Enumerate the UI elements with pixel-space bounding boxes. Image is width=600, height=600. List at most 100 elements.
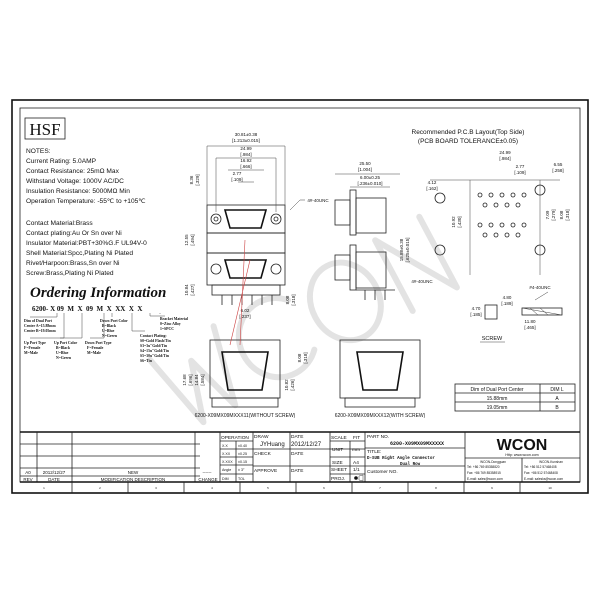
pcb-tolerance: (PCB BOARD TOLERANCE±0.05) (418, 138, 518, 145)
dim-label: [.185] (470, 312, 481, 317)
dim-label: [.237] (239, 314, 250, 319)
dim-label: 6.02 (241, 308, 250, 313)
dim-label: 11.80 (525, 319, 536, 324)
dim-label: [.426] (290, 379, 295, 390)
dim-label: 8.08 (559, 210, 564, 219)
ruler-number: 3 (155, 486, 157, 490)
dim-label: 24.99 (499, 150, 511, 155)
pcb-dims: 24.99 [.984] 2.77 [.109] 6.55 [.258] 4.1… (426, 150, 570, 228)
pcb-layout-drawing (430, 179, 560, 275)
legend-text: Down Port Color (100, 319, 128, 323)
sheet-label: SHEET (331, 467, 347, 473)
legend-text: Center B=19.05mm (24, 329, 56, 333)
rev-cell: ------ (203, 470, 212, 475)
customer-label: Customer NO. (367, 469, 398, 475)
dim-label: 6.00±0.25 (360, 175, 380, 180)
pcb-hole (521, 222, 527, 228)
pcb-hole (521, 192, 527, 198)
pcb-hole (482, 232, 488, 238)
material-line: Insulator Material:PBT+30%G.F UL94V-0 (26, 240, 147, 247)
ruler-number: 6 (323, 486, 325, 490)
legend-text: Bracket Material (160, 317, 188, 321)
pcb-hole (493, 202, 499, 208)
dim-label: 10.92 (451, 216, 456, 228)
note-line: Contact Resistance: 25mΩ Max (26, 168, 120, 175)
office-email: E-mail: salesks@wcon.com (524, 477, 563, 481)
dim-label: [.318] (565, 209, 570, 220)
dim-label: 4.80 (503, 295, 512, 300)
table-header: DIM L (550, 387, 564, 393)
legend-text: N=Green (56, 356, 72, 360)
dim-label: 30.81±0.38 (235, 132, 258, 137)
legend-text: 1=SPCC (160, 327, 174, 331)
notes-heading: NOTES: (26, 148, 51, 155)
dim-label: 24.99 (240, 146, 252, 151)
dim-label: [.984] (499, 156, 510, 161)
note-line: Withstand Voltage: 1000V AC/DC (26, 178, 124, 185)
dim-label: 7.09 (545, 210, 550, 219)
size-label: SIZE (332, 460, 343, 466)
caption-without-screw: 6200-X09MX09MXXX11(WITHOUT SCREW) (195, 413, 296, 419)
notes: NOTES: Current Rating: 5.0AMP Contact Re… (26, 148, 147, 277)
screw-dims: #4-40UNC 4.70 [.185] 4.80 [.189] 11.80 [… (470, 285, 551, 342)
title-block (20, 432, 580, 483)
title-line: D-SUB Right Angle Connector (367, 456, 435, 461)
tol-cell: TOL (238, 477, 245, 481)
legend-text: M=Male (87, 351, 101, 355)
dim-label: [.236±0.010] (358, 181, 383, 186)
tol-cell: Angle (222, 468, 231, 472)
caption-with-screw: 6200-X09MX09MXXX12(WITH SCREW) (335, 413, 426, 419)
pcb-hole (504, 202, 510, 208)
unit-value: mm (352, 448, 360, 453)
legend-text: Up Port Type (24, 341, 46, 345)
bottom-view-with-screw (339, 339, 421, 408)
dim-label: 10.82 (284, 379, 289, 391)
rev-header: MODIFICATION DESCRIPTION (101, 477, 165, 482)
legend-text: Center A=15.88mm (24, 324, 56, 328)
material-line: Rivet/Harpoon:Brass,Sn over Ni (26, 260, 120, 267)
office-name: WCON-Kunshan (539, 460, 563, 464)
dim-label: 2.77 (233, 171, 242, 176)
part-no-value: 6200-X09MX09MXXXXX (390, 441, 444, 447)
legend-text: F=Female (87, 346, 104, 350)
tol-cell: DIM (222, 477, 229, 481)
website: Http: www.wcon.com (505, 453, 538, 457)
dim-label: 15.88±0.38 (399, 238, 404, 261)
legend-text: S6=Tin (140, 359, 153, 363)
pcb-hole (488, 192, 494, 198)
dim-label: 8.08 (297, 353, 302, 362)
legend-text: Down Port Type (85, 341, 112, 345)
note-line: Current Rating: 5.0AMP (26, 158, 97, 165)
tol-cell: ±0.25 (238, 452, 247, 456)
rev-header: REV (23, 477, 32, 482)
dim-label: 16.92 (240, 158, 252, 163)
dim-label: 10.84 (184, 284, 189, 296)
draw-value: JYHuang (260, 442, 285, 448)
dim-label: 4.70 (472, 306, 481, 311)
tol-cell: ±0.40 (238, 444, 247, 448)
bottom-dims: 17.68 [.696] 14.84 [.584] 10.82 [.426] 8… (182, 352, 426, 419)
part-no-label: PART NO. (367, 434, 389, 440)
ordering-code: 6200- X 09 M X 09 M X XX X X (32, 305, 142, 313)
table-cell: B (555, 405, 559, 411)
table-cell: A (555, 396, 559, 402)
projection-symbol-icon (354, 476, 358, 480)
legend-text: B=Black (56, 346, 71, 350)
legend-text: U=Blue (102, 329, 115, 333)
tol-cell: X.XX (222, 452, 231, 456)
dim-label: [.584] (200, 374, 205, 385)
screw-drawing (484, 291, 563, 320)
dim-label: 25.50 (359, 161, 371, 166)
proj-label: PROJ. (331, 476, 345, 482)
note-line: Operation Temperature: -55℃ to +105℃ (26, 198, 146, 205)
dim-label: 2.77 (516, 164, 525, 169)
pcb-hole (493, 232, 499, 238)
legend-text: Up Port Color (54, 341, 78, 345)
dim-table: Dim of Dual Port Center DIM L 15.88mm A … (454, 383, 576, 412)
pcb-hole (515, 202, 521, 208)
ruler-number: 8 (435, 486, 437, 490)
hsf-box (24, 117, 66, 140)
ordering-title: Ordering Information (30, 285, 166, 301)
rev-cell: NEW (128, 470, 139, 475)
side-view (334, 173, 400, 300)
